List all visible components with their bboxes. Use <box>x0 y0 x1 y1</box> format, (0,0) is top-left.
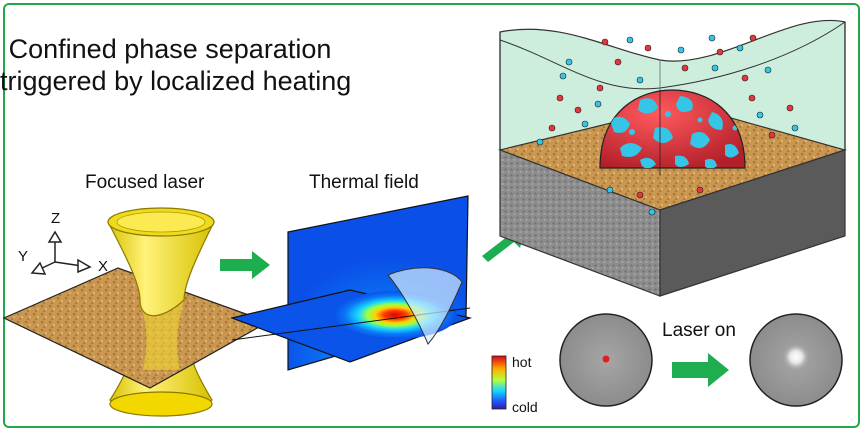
bright-spot <box>782 343 810 371</box>
axis-label-y: Y <box>18 248 28 265</box>
label-laser-on: Laser on <box>662 320 736 342</box>
phase-separation-box <box>500 20 845 296</box>
label-thermal-field: Thermal field <box>309 172 419 194</box>
title-line-1: Confined phase separation <box>0 34 340 65</box>
axis-label-x: X <box>98 258 108 275</box>
laser-spot-dot <box>603 356 610 363</box>
substrate-plane <box>4 268 268 388</box>
axis-label-z: Z <box>51 210 60 227</box>
right-arrow-icon <box>672 353 729 387</box>
disk-after <box>750 314 842 406</box>
label-focused-laser: Focused laser <box>85 172 204 194</box>
colorbar <box>492 356 506 409</box>
title-line-2: triggered by localized heating <box>0 66 340 97</box>
thermal-field-illustration <box>232 196 470 370</box>
focused-laser-illustration <box>4 208 268 416</box>
colorbar-label-cold: cold <box>512 399 538 415</box>
right-arrow-icon <box>220 251 270 279</box>
axis-triad <box>32 232 90 274</box>
colorbar-label-hot: hot <box>512 354 531 370</box>
disk-before <box>560 314 652 406</box>
